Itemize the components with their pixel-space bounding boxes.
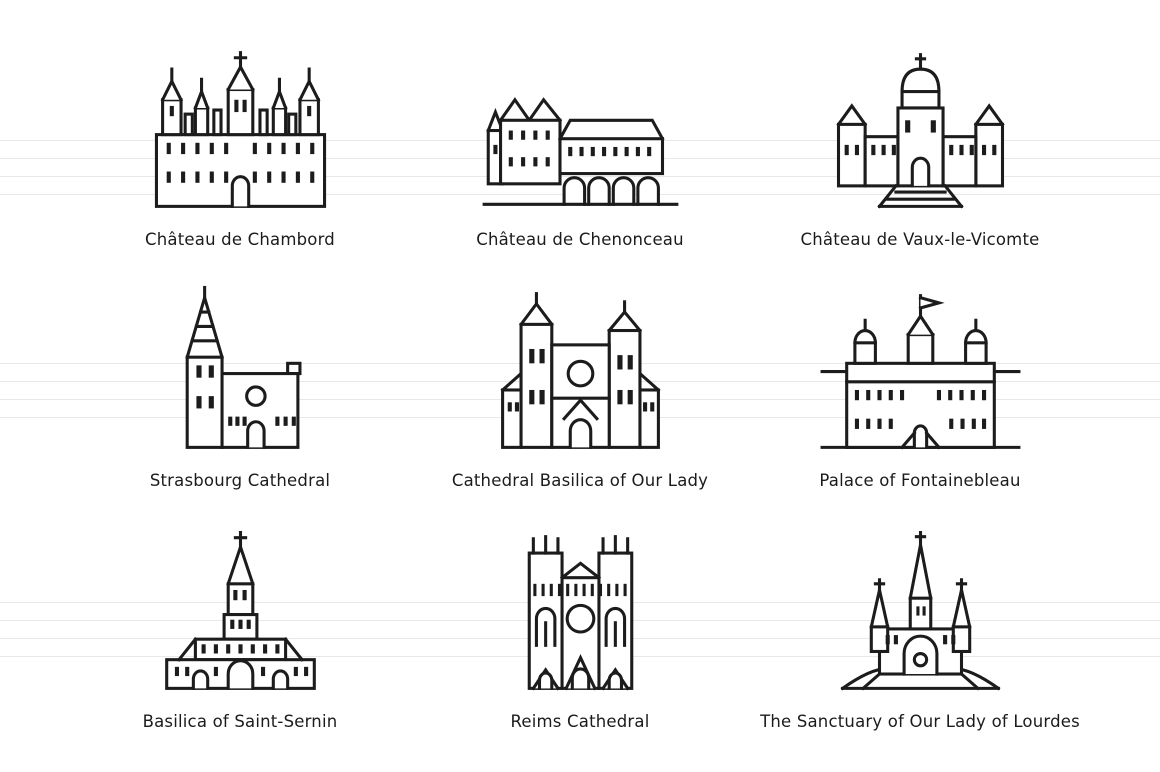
landmark-card: Château de Chambord [70,0,410,253]
chateau-de-chenonceau-icon [482,97,678,206]
strasbourg-cathedral-icon [184,285,301,449]
landmark-card: Cathedral Basilica of Our Lady [410,253,750,494]
palace-of-fontainebleau-icon [820,294,1020,450]
cathedral-basilica-of-our-lady-icon [499,292,661,449]
landmark-label: Château de Chenonceau [476,230,684,249]
landmark-label: The Sanctuary of Our Lady of Lourdes [760,712,1080,731]
landmark-label: Reims Cathedral [510,712,650,731]
landmark-label: Château de Vaux-le-Vicomte [800,230,1040,249]
chateau-de-vaux-le-vicomte-icon [835,53,1005,209]
landmark-grid: Château de Chambord [70,0,1090,735]
landmark-card: Basilica of Saint-Sernin [70,494,410,735]
landmark-card: Palace of Fontainebleau [750,253,1090,494]
landmark-card: Château de Vaux-le-Vicomte [750,0,1090,253]
chateau-de-chambord-icon [154,51,326,208]
landmark-label: Strasbourg Cathedral [149,471,331,490]
reims-cathedral-icon [527,535,633,691]
basilica-of-saint-sernin-icon [164,531,316,690]
landmark-label: Basilica of Saint-Sernin [142,712,338,731]
landmark-card: Reims Cathedral [410,494,750,735]
the-sanctuary-of-our-lady-of-lourdes-icon [839,531,1001,691]
landmark-card: Strasbourg Cathedral [70,253,410,494]
landmark-card: Château de Chenonceau [410,0,750,253]
landmark-label: Cathedral Basilica of Our Lady [451,471,709,490]
landmark-label: Château de Chambord [145,230,335,249]
landmark-label: Palace of Fontainebleau [819,471,1021,490]
landmark-card: The Sanctuary of Our Lady of Lourdes [750,494,1090,735]
ruled-line [0,176,1160,177]
